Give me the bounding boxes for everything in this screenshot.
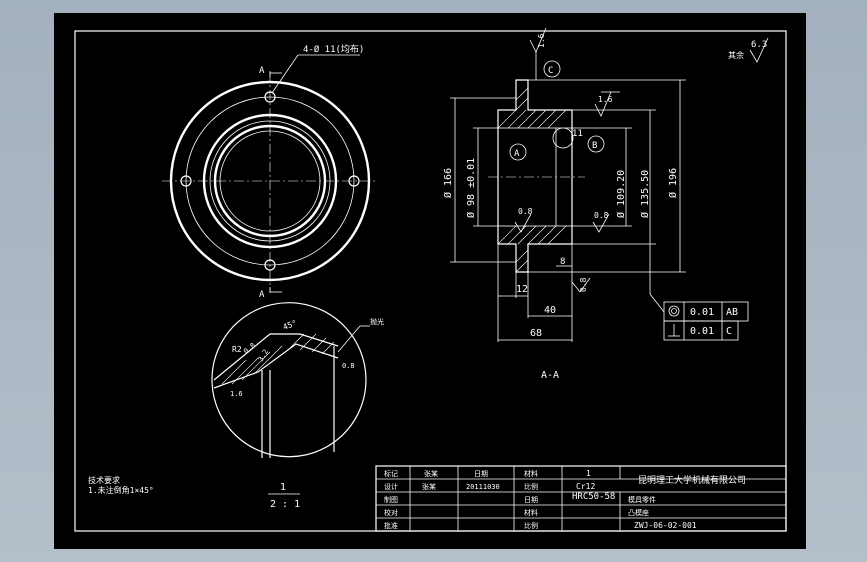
tb-r4c1: 校对 — [384, 508, 398, 517]
roughness-08b: 0.8 — [594, 211, 609, 220]
hole-leader — [271, 54, 299, 94]
dim-len68: 68 — [530, 328, 542, 339]
drawing-sheet: A A 4-Ø 11(均布) — [54, 13, 806, 549]
roughness-mark-l16 — [594, 91, 612, 117]
tolerance-row2-value: 0.01 — [690, 326, 714, 337]
roughness-16: 1.6 — [537, 33, 546, 48]
tolerance-row2-datum: C — [726, 326, 732, 337]
detail-08: 0.8 — [242, 341, 257, 355]
tb-right1: 模具零件 — [628, 495, 656, 504]
roughness-16b: 1.6 — [598, 95, 613, 104]
dim-d10920: Ø 109.20 — [615, 170, 627, 218]
outer-border — [74, 30, 787, 532]
hatch-top — [497, 87, 567, 129]
tb-r1c1: 标记 — [384, 469, 398, 478]
dim-len8: 8 — [560, 257, 565, 267]
hole-callout: 4-Ø 11(均布) — [303, 43, 364, 55]
roughness-08c: 0.8 — [579, 277, 588, 292]
tb-r1c2: 张某 — [424, 469, 438, 478]
tb-company: 昆明理工大学机械有限公司 — [638, 474, 746, 486]
tb-hardness: HRC50-58 — [572, 492, 615, 502]
datum-b-circle — [587, 135, 605, 153]
sheet-frame — [74, 30, 787, 532]
detail-circle — [552, 127, 574, 149]
section-label-top: A — [259, 66, 265, 76]
tb-r1c3: 日期 — [474, 470, 488, 478]
detail-polish: 抛光 — [370, 317, 384, 326]
detail-scale-bottom: 2 : 1 — [270, 499, 300, 510]
tb-r2c2: 张某 — [422, 482, 436, 491]
notes-body: 1.未注倒角1×45° — [88, 485, 154, 495]
hatch-bottom — [497, 225, 567, 273]
roughness-mark-08c — [571, 277, 591, 293]
roughness-mark-08b — [592, 213, 610, 233]
cad-drawing: A A 4-Ø 11(均布) — [74, 27, 787, 532]
section-view-title: A-A — [541, 370, 559, 381]
roughness-other-label: 其余 — [728, 50, 744, 60]
roughness-mark-08a — [514, 213, 532, 233]
datum-a-circle — [509, 143, 527, 161]
tb-r5c1: 批准 — [384, 521, 398, 530]
tb-material: Cr12 — [576, 482, 595, 491]
detail-r2: R2 — [232, 345, 242, 354]
tb-r2c1: 设计 — [384, 482, 398, 491]
tb-r3c1: 制图 — [384, 495, 398, 504]
roughness-08a: 0.8 — [518, 207, 533, 216]
roughness-other: 其余 6.3 — [728, 37, 769, 63]
datum-c-circle — [543, 60, 561, 78]
detail-boundary-arc-top — [211, 302, 361, 383]
title-block: 标记 张某 日期 材料 1 昆明理工大学机械有限公司 设计 张某 2011103… — [375, 465, 787, 532]
dim-d166: Ø 166 — [442, 168, 454, 198]
tolerance-row2 — [663, 320, 739, 341]
dim-d98: Ø 98 ±0.01 — [465, 158, 477, 218]
datum-b-label: B — [592, 141, 597, 151]
tb-r3c4: 日期 — [524, 496, 538, 504]
detail-45: 45° — [282, 318, 299, 331]
detail-top-profile — [213, 333, 339, 381]
detail-view: R2 0.8 3.2 45° 1.6 0.8 抛光 1 2 : 1 — [211, 302, 384, 510]
detail-boundary-arc — [211, 349, 367, 458]
tb-r4c4: 材料 — [524, 508, 538, 517]
technical-notes: 技术要求 1.未注倒角1×45° — [88, 475, 154, 495]
detail-scale-top: 1 — [280, 482, 286, 493]
tb-right2: 凸模座 — [628, 508, 649, 517]
roughness-other-mark — [749, 37, 769, 63]
dim-d13550: Ø 135.50 — [639, 170, 651, 218]
section-label-bottom: A — [259, 290, 265, 300]
notes-title: 技术要求 — [88, 475, 120, 485]
tb-r2c4: 比例 — [524, 482, 538, 491]
datum-c-label: C — [548, 66, 553, 76]
detail-16: 1.6 — [230, 390, 243, 398]
tb-r5c4: 比例 — [524, 521, 538, 530]
tb-r1c4: 材料 — [524, 469, 538, 478]
tb-quantity: 1 — [586, 469, 591, 478]
detail-32: 3.2 — [257, 348, 270, 363]
tb-date: 20111030 — [466, 483, 500, 491]
detail-08b: 0.8 — [342, 362, 355, 370]
datum-a-label: A — [514, 149, 520, 159]
dim-d196: Ø 196 — [667, 168, 679, 198]
tolerance-row1-datum: AB — [726, 307, 738, 318]
roughness-other-value: 6.3 — [751, 40, 767, 50]
flange-plan-view: A A 4-Ø 11(均布) — [162, 43, 378, 300]
dim-len11: 11 — [572, 129, 583, 139]
tolerance-row1-value: 0.01 — [690, 307, 714, 318]
dim-len12: 12 — [516, 284, 528, 295]
detail-hatch — [221, 333, 335, 385]
tb-part-no: ZWJ-06-02-001 — [634, 521, 697, 530]
dim-len40: 40 — [544, 305, 556, 316]
section-view-aa: Ø 166 Ø 98 ±0.01 Ø 109.20 Ø 135.50 Ø 196… — [442, 27, 749, 381]
